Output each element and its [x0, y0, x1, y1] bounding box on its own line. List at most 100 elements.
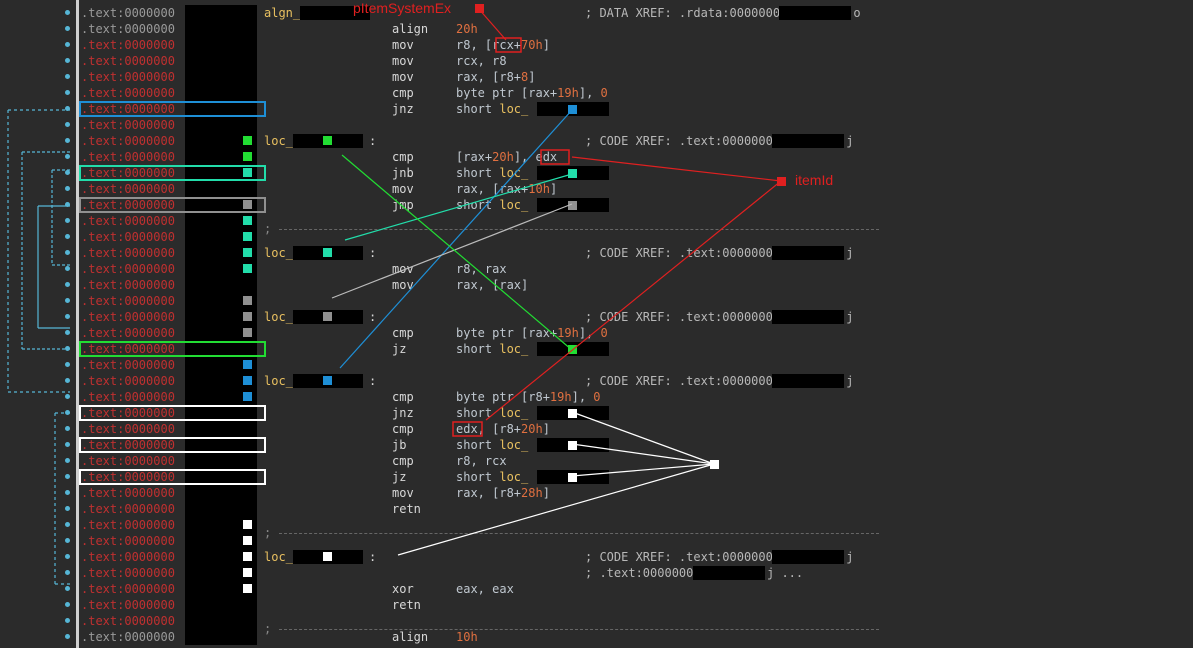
xref-marker: [243, 392, 252, 401]
operand[interactable]: rax, [r8+28h]: [456, 486, 550, 500]
redacted-address: [185, 5, 257, 21]
mnemonic: cmp: [392, 454, 414, 468]
label-colon: :: [369, 550, 377, 564]
redacted-address: [185, 405, 257, 421]
listing-row[interactable]: .text:0000000: [79, 357, 1193, 373]
gutter-dot: [65, 154, 70, 159]
xref-comment[interactable]: ; CODE XREF: .text:0000000: [585, 374, 773, 388]
operand[interactable]: rax, [rax]: [456, 278, 529, 292]
listing-row[interactable]: .text:0000000: [79, 613, 1193, 629]
listing-row[interactable]: .text:0000000: [79, 117, 1193, 133]
gutter-dot: [65, 42, 70, 47]
operand[interactable]: short loc_: [456, 342, 529, 356]
address-label: .text:0000000: [81, 150, 175, 164]
highlight-edx: [452, 421, 483, 437]
xref-comment[interactable]: ; CODE XREF: .text:0000000: [585, 550, 773, 564]
operand[interactable]: edx, [r8+20h]: [456, 422, 550, 436]
xref-comment[interactable]: ; CODE XREF: .text:0000000: [585, 246, 773, 260]
redacted-address: [185, 501, 257, 517]
code-label[interactable]: loc_: [264, 374, 293, 388]
xref-marker: [243, 328, 252, 337]
listing-row[interactable]: .text:0000000: [79, 517, 1193, 533]
code-label[interactable]: algn_: [264, 6, 301, 20]
annotation-marker: [777, 177, 786, 186]
address-label: .text:0000000: [81, 214, 175, 228]
code-label[interactable]: loc_: [264, 310, 293, 324]
address-label: .text:0000000: [81, 278, 175, 292]
code-label[interactable]: loc_: [264, 134, 293, 148]
redacted-address: [185, 37, 257, 53]
gutter-dot: [65, 58, 70, 63]
xref-comment[interactable]: ; CODE XREF: .text:0000000: [585, 134, 773, 148]
operand[interactable]: rcx, r8: [456, 54, 507, 68]
listing-row[interactable]: .text:0000000: [79, 293, 1193, 309]
code-label[interactable]: loc_: [264, 550, 293, 564]
operand[interactable]: byte ptr [r8+19h], 0: [456, 390, 601, 404]
xref-comment[interactable]: ; .text:0000000: [585, 566, 694, 580]
gutter-dot: [65, 170, 70, 175]
mnemonic: mov: [392, 38, 414, 52]
address-label: .text:0000000: [81, 630, 175, 644]
operand[interactable]: byte ptr [rax+19h], 0: [456, 86, 608, 100]
operand[interactable]: 10h: [456, 630, 478, 644]
operand[interactable]: short loc_: [456, 166, 529, 180]
disassembly-listing[interactable]: .text:0000000 algn_ ; DATA XREF: .rdata:00…: [79, 0, 1193, 648]
jump-arrow-blue: [339, 109, 573, 369]
listing-row[interactable]: .text:0000000: [79, 229, 1193, 245]
address-label: .text:0000000: [81, 86, 175, 100]
code-label[interactable]: loc_: [264, 246, 293, 260]
operand[interactable]: short loc_: [456, 438, 529, 452]
operand[interactable]: 20h: [456, 22, 478, 36]
redacted-address: [185, 117, 257, 133]
gutter-dot: [65, 570, 70, 575]
operand[interactable]: short loc_: [456, 470, 529, 484]
operand[interactable]: r8, [rcx+70h]: [456, 38, 550, 52]
xref-marker: [243, 232, 252, 241]
operand[interactable]: eax, eax: [456, 582, 514, 596]
operand[interactable]: short loc_: [456, 102, 529, 116]
xref-comment[interactable]: ; DATA XREF: .rdata:0000000: [585, 6, 781, 20]
address-label: .text:0000000: [81, 134, 175, 148]
listing-row[interactable]: .text:0000000: [79, 213, 1193, 229]
listing-row[interactable]: .text:0000000: [79, 533, 1193, 549]
xref-suffix: o: [853, 6, 861, 20]
operand[interactable]: r8, rcx: [456, 454, 507, 468]
operand[interactable]: rax, [r8+8]: [456, 70, 536, 84]
operand[interactable]: short loc_: [456, 406, 529, 420]
gutter-dot: [65, 186, 70, 191]
target-marker: [568, 105, 577, 114]
gutter-dot: [65, 458, 70, 463]
operand[interactable]: rax, [rax+10h]: [456, 182, 558, 196]
operand[interactable]: byte ptr [rax+19h], 0: [456, 326, 608, 340]
